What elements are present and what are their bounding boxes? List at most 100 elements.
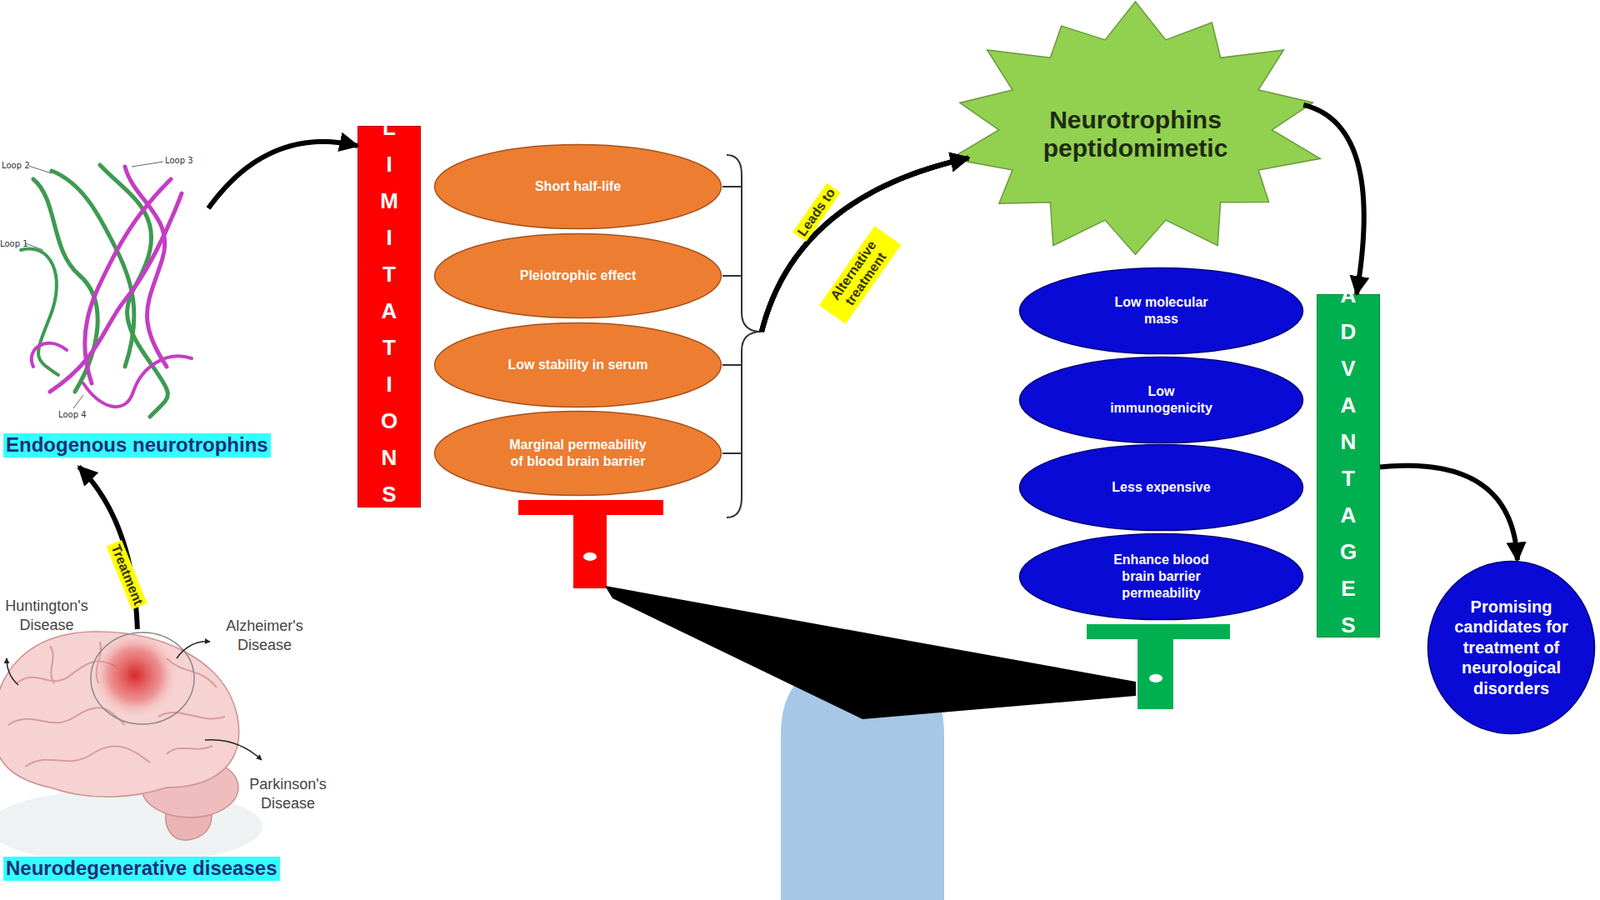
- connector-arrow: [722, 158, 969, 454]
- protein-ribbon: [20, 165, 192, 417]
- leader-line: [73, 395, 84, 409]
- connector-arrow: [1380, 465, 1518, 560]
- gyrus-line: [8, 707, 125, 725]
- oval-shape: [435, 323, 722, 408]
- stem-hole: [583, 552, 597, 561]
- text-wrap: Neurotrophins peptidomimetic: [944, 0, 1327, 260]
- oval-shape: [1020, 445, 1304, 531]
- connector-arrow: [79, 466, 138, 630]
- connector-line: [1303, 105, 1364, 295]
- node-text: LIMITATIONS: [378, 115, 400, 519]
- disease-label: Huntington's Disease: [0, 596, 94, 635]
- loop-label: Loop 4: [58, 410, 87, 420]
- loop-leaders: [25, 161, 164, 409]
- figure-node: Neurodegenerative diseases: [0, 629, 250, 896]
- curly-bracket: [726, 155, 762, 518]
- leader-line: [131, 161, 164, 167]
- text-wrap: Promising candidates for treatment of ne…: [1426, 560, 1596, 735]
- gyrus-line: [50, 645, 55, 684]
- node-text: ADVANTAGES: [1337, 282, 1360, 650]
- connector-line: [1380, 465, 1518, 560]
- ribbon-strand: [125, 166, 167, 367]
- limitation-oval: Low stability in serum: [433, 321, 723, 409]
- star-shape: [950, 1, 1321, 255]
- connector-line: [761, 158, 969, 332]
- oval-shape: [435, 234, 722, 319]
- ribbon-strand: [31, 343, 67, 367]
- callout-arrow: [205, 740, 262, 760]
- node-text: Neurotrophins peptidomimetic: [1010, 105, 1261, 164]
- advantage-oval: Low immunogenicity: [1018, 355, 1305, 445]
- disease-label: Parkinson's Disease: [231, 775, 345, 813]
- node-text: Enhance blood brain barrier permeability: [1099, 551, 1225, 602]
- gyrus-line: [166, 745, 213, 755]
- ribbon-strand: [83, 355, 192, 407]
- oval-shape: [1428, 561, 1595, 735]
- oval-outline: [1018, 355, 1305, 445]
- advantages-bar: ADVANTAGES: [1316, 294, 1380, 638]
- connector-stub: [722, 452, 741, 455]
- text-wrap: Less expensive: [1018, 443, 1305, 532]
- oval-shape: [435, 145, 722, 230]
- loop-label: Loop 1: [0, 239, 29, 249]
- node-text: Less expensive: [1111, 479, 1210, 496]
- text-wrap: Short half-life: [433, 143, 723, 230]
- limitation-oval: Short half-life: [433, 143, 723, 230]
- loop-label: Loop 3: [165, 155, 194, 165]
- connector-stub: [722, 185, 741, 188]
- cerebrum: [0, 631, 240, 797]
- star-burst: Neurotrophins peptidomimetic: [944, 0, 1327, 260]
- connector-arrow: [722, 158, 969, 332]
- edge-label: Treatment: [105, 540, 148, 610]
- oval-outline: [1018, 266, 1305, 355]
- brain-illustration: [0, 631, 263, 865]
- loop-label: Loop 2: [1, 160, 30, 170]
- limitation-oval: Marginal permeability of blood brain bar…: [433, 410, 723, 497]
- text-wrap: LIMITATIONS: [358, 126, 420, 507]
- text-wrap: Low immunogenicity: [1018, 355, 1305, 445]
- connector-stub: [722, 364, 741, 366]
- connector-line: [761, 158, 969, 332]
- disease-label: Alzheimer's Disease: [208, 616, 321, 655]
- node-text: Low stability in serum: [507, 356, 648, 374]
- ribbon-strand: [20, 248, 59, 375]
- outcome-oval: Promising candidates for treatment of ne…: [1426, 560, 1596, 735]
- advantage-oval: Enhance blood brain barrier permeability: [1018, 532, 1305, 621]
- node-text: Promising candidates for treatment of ne…: [1440, 596, 1583, 699]
- connector-line: [761, 158, 969, 332]
- text-wrap: Low molecular mass: [1018, 266, 1305, 355]
- oval-shape: [1020, 268, 1304, 355]
- gyrus-line: [25, 745, 150, 767]
- advantage-oval: Less expensive: [1018, 443, 1305, 532]
- node-text: Low molecular mass: [1099, 294, 1225, 328]
- connector-arrow: [1303, 105, 1364, 295]
- pivot-hole: [840, 675, 885, 709]
- text-wrap: Neurodegenerative diseases: [0, 856, 250, 881]
- scale-pan-bar: [518, 500, 664, 515]
- leader-line: [28, 165, 52, 174]
- node-text: Neurodegenerative diseases: [3, 856, 280, 881]
- scale-pan-stem: [1137, 639, 1174, 710]
- text-wrap: Enhance blood brain barrier permeability: [1018, 532, 1305, 621]
- connector-line: [761, 158, 969, 332]
- focus-ring: [90, 632, 195, 725]
- stem-hole: [1149, 674, 1163, 683]
- node-text: Marginal permeability of blood brain bar…: [503, 436, 654, 470]
- lesion-spot: [91, 631, 179, 719]
- text-wrap: Endogenous neurotrophins: [0, 433, 209, 458]
- oval-outline: [433, 410, 723, 497]
- node-text: Endogenous neurotrophins: [3, 433, 271, 458]
- oval-shape: [1020, 357, 1304, 444]
- text-wrap: Low stability in serum: [433, 321, 723, 409]
- advantage-oval: Low molecular mass: [1018, 266, 1305, 355]
- callout-arrow: [6, 658, 19, 685]
- connector-arrow: [722, 158, 969, 365]
- highlight-label: Leads to: [792, 183, 841, 243]
- connector-line: [79, 466, 138, 630]
- text-wrap: Marginal permeability of blood brain bar…: [433, 410, 723, 497]
- node-text: Pleiotrophic effect: [520, 267, 637, 285]
- oval-shape: [1020, 534, 1304, 620]
- text-wrap: Pleiotrophic effect: [433, 232, 723, 320]
